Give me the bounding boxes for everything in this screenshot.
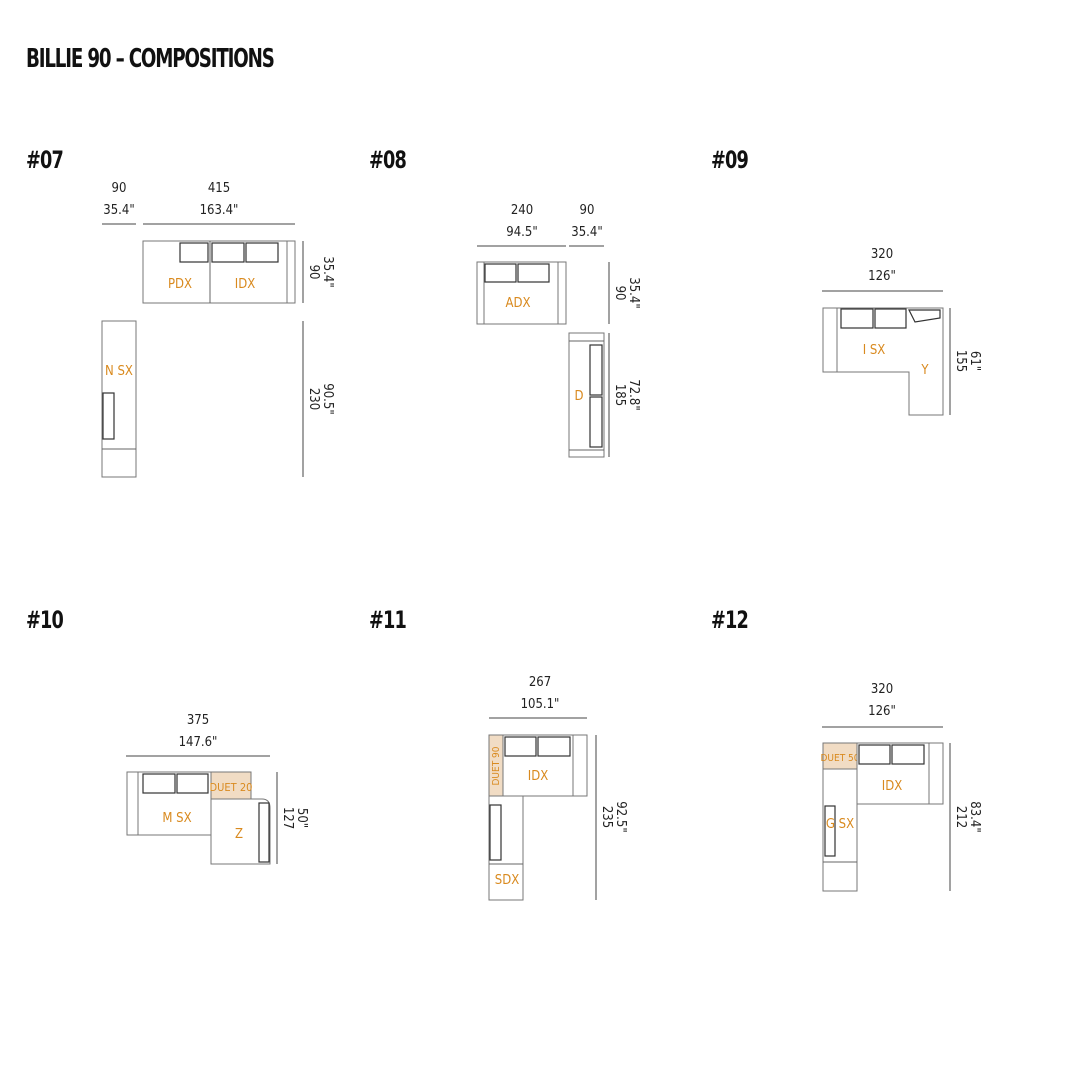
dim-10-width-in: 147.6" <box>179 735 218 750</box>
module-12-gsx-label: G SX <box>826 817 854 832</box>
dim-08-depth-b-cm: 185 <box>612 384 627 406</box>
dim-08-width-b-in: 35.4" <box>571 225 602 240</box>
cushion-07-d <box>102 392 115 440</box>
cushion-07-a <box>179 242 209 263</box>
composition-07: 90 35.4" 415 163.4" PDX IDX N SX 90 35.4… <box>101 181 335 478</box>
module-10-msx-label: M SX <box>162 811 191 826</box>
module-09-arm <box>822 307 838 373</box>
cushion-08-d <box>589 396 603 448</box>
composition-11: 267 105.1" DUET 90 IDX SDX 235 92.5" <box>488 675 628 901</box>
dim-07-depth-a-in: 35.4" <box>320 256 335 287</box>
cushion-07-c <box>245 242 279 263</box>
cushion-10-c <box>258 802 270 863</box>
dim-07-depth-b-cm: 230 <box>306 388 321 410</box>
dim-07-depth-b-in: 90.5" <box>320 383 335 414</box>
page-title: BILLIE 90 – COMPOSITIONS <box>26 44 275 74</box>
module-07-pdx-label: PDX <box>168 277 192 292</box>
cushion-12-b <box>891 744 925 765</box>
cushion-10-b <box>176 773 209 794</box>
cushion-08-b <box>517 263 550 283</box>
module-11-idx-label: IDX <box>528 769 548 784</box>
module-11-sdx-label: SDX <box>495 873 519 888</box>
module-07-arm <box>286 240 296 304</box>
composition-label-12: #12 <box>711 606 749 634</box>
dim-12-depth-cm: 212 <box>953 806 968 828</box>
module-08-d-label: D <box>574 389 583 404</box>
module-07-idx-label: IDX <box>235 277 255 292</box>
module-11-arm <box>572 734 588 797</box>
dim-12-depth-in: 83.4" <box>967 801 982 832</box>
cushion-08-c <box>589 344 603 396</box>
module-12-arm <box>928 742 944 805</box>
composition-12: 320 126" DUET 50 IDX G SX 212 83.4" <box>821 682 982 892</box>
cushion-10-a <box>142 773 176 794</box>
module-10-duet <box>210 771 252 800</box>
dim-09-width-cm: 320 <box>871 247 893 262</box>
dim-11-depth-cm: 235 <box>599 806 614 828</box>
cushion-11-a <box>504 736 537 757</box>
cushion-08-a <box>484 263 517 283</box>
dim-07-width-a-cm: 90 <box>112 181 127 196</box>
dim-09-depth-cm: 155 <box>953 350 968 372</box>
module-10-z-label: Z <box>235 827 243 842</box>
dim-07-depth-a-cm: 90 <box>306 265 321 280</box>
module-07-nsx-label: N SX <box>105 364 133 379</box>
composition-label-09: #09 <box>711 146 749 174</box>
module-09-isx-label: I SX <box>863 343 886 358</box>
module-08-arm-right <box>557 261 567 325</box>
module-10-arm <box>126 771 139 836</box>
dim-08-depth-a-cm: 90 <box>612 286 627 301</box>
cushion-09-a <box>840 308 874 329</box>
dim-07-width-a-in: 35.4" <box>103 203 134 218</box>
dim-08-depth-a-in: 35.4" <box>626 277 641 308</box>
dim-09-depth-in: 61" <box>967 351 982 371</box>
module-09-y-label: Y <box>920 363 929 378</box>
composition-label-08: #08 <box>369 146 407 174</box>
composition-08: 240 94.5" 90 35.4" ADX D 90 35.4" 185 72… <box>476 203 641 458</box>
dim-10-width-cm: 375 <box>187 713 209 728</box>
dim-07-width-b-in: 163.4" <box>200 203 239 218</box>
composition-label-07: #07 <box>26 146 64 174</box>
module-12-duet-label: DUET 50 <box>821 753 860 764</box>
composition-10: 375 147.6" M SX DUET 20 Z 127 50" <box>126 713 309 865</box>
module-08-adx-label: ADX <box>505 296 530 311</box>
dim-08-depth-b-in: 72.8" <box>626 379 641 410</box>
dim-11-width-cm: 267 <box>529 675 551 690</box>
dim-10-depth-cm: 127 <box>280 807 295 829</box>
composition-label-11: #11 <box>369 606 407 634</box>
composition-label-10: #10 <box>26 606 64 634</box>
dim-07-width-b-cm: 415 <box>208 181 230 196</box>
dim-08-width-a-in: 94.5" <box>506 225 537 240</box>
module-11-duet-label: DUET 90 <box>491 746 502 785</box>
cushion-07-b <box>211 242 245 263</box>
module-12-idx-label: IDX <box>882 779 902 794</box>
dim-08-width-a-cm: 240 <box>511 203 533 218</box>
dim-08-width-b-cm: 90 <box>580 203 595 218</box>
dim-09-width-in: 126" <box>868 269 896 284</box>
composition-09: 320 126" I SX Y 155 61" <box>822 247 982 416</box>
cushion-11-c <box>489 804 502 861</box>
dim-12-width-cm: 320 <box>871 682 893 697</box>
dim-12-width-in: 126" <box>868 704 896 719</box>
cushion-09-c <box>908 309 941 323</box>
cushion-11-b <box>537 736 571 757</box>
dim-11-depth-in: 92.5" <box>613 801 628 832</box>
cushion-12-a <box>858 744 891 765</box>
module-10-duet-label: DUET 20 <box>210 781 253 794</box>
dim-11-width-in: 105.1" <box>521 697 560 712</box>
cushion-09-b <box>874 308 907 329</box>
dim-10-depth-in: 50" <box>294 808 309 828</box>
module-08-arm-left <box>476 261 485 325</box>
cushion-12-c <box>824 805 836 857</box>
